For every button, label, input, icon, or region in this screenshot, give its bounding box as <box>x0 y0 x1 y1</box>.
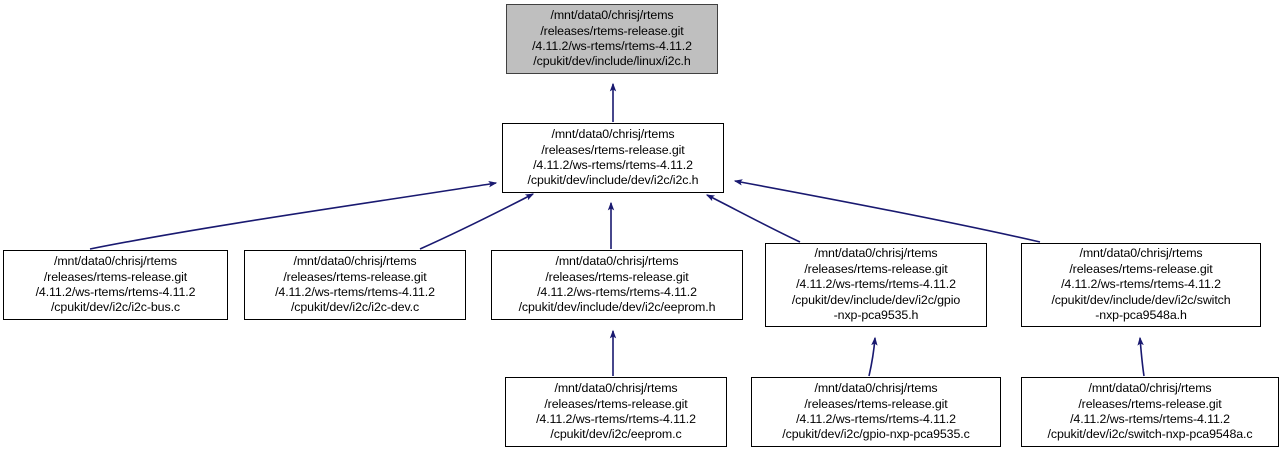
node-label-line: /mnt/data0/chrisj/rtems <box>551 127 675 142</box>
edge-i2cdev-to-i2ch <box>419 193 535 250</box>
node-label-line: /mnt/data0/chrisj/rtems <box>1079 246 1203 261</box>
node-label-line: /cpukit/dev/i2c/i2c-dev.c <box>290 300 420 315</box>
node-gpio-nxp-pca9535-h[interactable]: /mnt/data0/chrisj/rtems/releases/rtems-r… <box>765 243 987 327</box>
node-label-line: /4.11.2/ws-rtems/rtems-4.11.2 <box>1070 412 1230 426</box>
node-label-line: /cpukit/dev/i2c/gpio-nxp-pca9535.c <box>782 427 970 442</box>
node-label-line: /cpukit/dev/include/dev/i2c/switch <box>1051 292 1231 307</box>
node-label-line: /4.11.2/ws-rtems/rtems-4.11.2 <box>1061 277 1221 292</box>
node-label-line: /cpukit/dev/i2c/switch-nxp-pca9548a.c <box>1047 427 1253 442</box>
node-label-line: /cpukit/dev/i2c/eeprom.c <box>550 427 682 442</box>
node-label-line: /mnt/data0/chrisj/rtems <box>814 246 938 261</box>
node-label-line: -nxp-pca9548a.h <box>1095 308 1187 323</box>
node-label-line: /4.11.2/ws-rtems/rtems-4.11.2 <box>796 412 956 426</box>
node-label-line: /mnt/data0/chrisj/rtems <box>814 381 938 396</box>
node-gpio-nxp-pca9535-c[interactable]: /mnt/data0/chrisj/rtems/releases/rtems-r… <box>751 377 1001 447</box>
node-dev-i2c-i2c-h[interactable]: /mnt/data0/chrisj/rtems/releases/rtems-r… <box>502 123 724 193</box>
node-label-line: /releases/rtems-release.git <box>541 142 685 157</box>
edge-switch9548ac-to-switch9548ah <box>1137 336 1145 377</box>
edge-i2cbus-to-i2ch <box>89 181 498 250</box>
node-label-line: /mnt/data0/chrisj/rtems <box>555 254 679 269</box>
node-label-line: /4.11.2/ws-rtems/rtems-4.11.2 <box>537 285 697 299</box>
node-label-line: /4.11.2/ws-rtems/rtems-4.11.2 <box>796 277 956 292</box>
node-label-line: /cpukit/dev/include/dev/i2c/i2c.h <box>527 173 699 188</box>
node-label-line: /4.11.2/ws-rtems/rtems-4.11.2 <box>275 285 435 299</box>
node-label-line: /releases/rtems-release.git <box>804 261 948 276</box>
node-label-line: -nxp-pca9535.h <box>833 308 919 323</box>
node-label-line: /mnt/data0/chrisj/rtems <box>550 8 674 23</box>
node-label-line: /releases/rtems-release.git <box>1069 261 1213 276</box>
node-label-line: /cpukit/dev/include/dev/i2c/gpio <box>791 292 961 307</box>
node-label-line: /4.11.2/ws-rtems/rtems-4.11.2 <box>533 158 693 172</box>
edge-switch9548ah-to-i2ch <box>733 179 1041 243</box>
node-label-line: /releases/rtems-release.git <box>540 23 684 38</box>
node-label-line: /4.11.2/ws-rtems/rtems-4.11.2 <box>532 39 692 53</box>
node-label-line: /mnt/data0/chrisj/rtems <box>554 381 678 396</box>
node-label-line: /cpukit/dev/i2c/i2c-bus.c <box>50 300 181 315</box>
node-label-line: /releases/rtems-release.git <box>283 269 427 284</box>
node-label-line: /cpukit/dev/include/dev/i2c/eeprom.h <box>518 300 716 315</box>
node-label-line: /4.11.2/ws-rtems/rtems-4.11.2 <box>35 285 196 299</box>
node-eeprom-h[interactable]: /mnt/data0/chrisj/rtems/releases/rtems-r… <box>491 250 743 320</box>
node-label-line: /cpukit/dev/include/linux/i2c.h <box>533 54 691 69</box>
node-switch-nxp-pca9548a-c[interactable]: /mnt/data0/chrisj/rtems/releases/rtems-r… <box>1021 377 1279 447</box>
node-label-line: /releases/rtems-release.git <box>544 396 688 411</box>
node-i2c-dev-c[interactable]: /mnt/data0/chrisj/rtems/releases/rtems-r… <box>244 250 466 320</box>
edge-gpio9535h-to-i2ch <box>705 194 801 243</box>
node-eeprom-c[interactable]: /mnt/data0/chrisj/rtems/releases/rtems-r… <box>505 377 727 447</box>
node-label-line: /mnt/data0/chrisj/rtems <box>293 254 417 269</box>
node-switch-nxp-pca9548a-h[interactable]: /mnt/data0/chrisj/rtems/releases/rtems-r… <box>1021 243 1261 327</box>
node-label-line: /releases/rtems-release.git <box>804 396 948 411</box>
node-label-line: /mnt/data0/chrisj/rtems <box>1088 381 1212 396</box>
node-i2c-bus-c[interactable]: /mnt/data0/chrisj/rtems/releases/rtems-r… <box>3 250 228 320</box>
node-label-line: /mnt/data0/chrisj/rtems <box>53 254 178 269</box>
node-linux-i2c-h[interactable]: /mnt/data0/chrisj/rtems/releases/rtems-r… <box>506 4 718 74</box>
node-label-line: /releases/rtems-release.git <box>545 269 689 284</box>
edge-gpio9535c-to-gpio9535h <box>868 336 878 377</box>
node-label-line: /releases/rtems-release.git <box>1078 396 1222 411</box>
node-label-line: /releases/rtems-release.git <box>43 269 188 284</box>
node-label-line: /4.11.2/ws-rtems/rtems-4.11.2 <box>536 412 696 426</box>
